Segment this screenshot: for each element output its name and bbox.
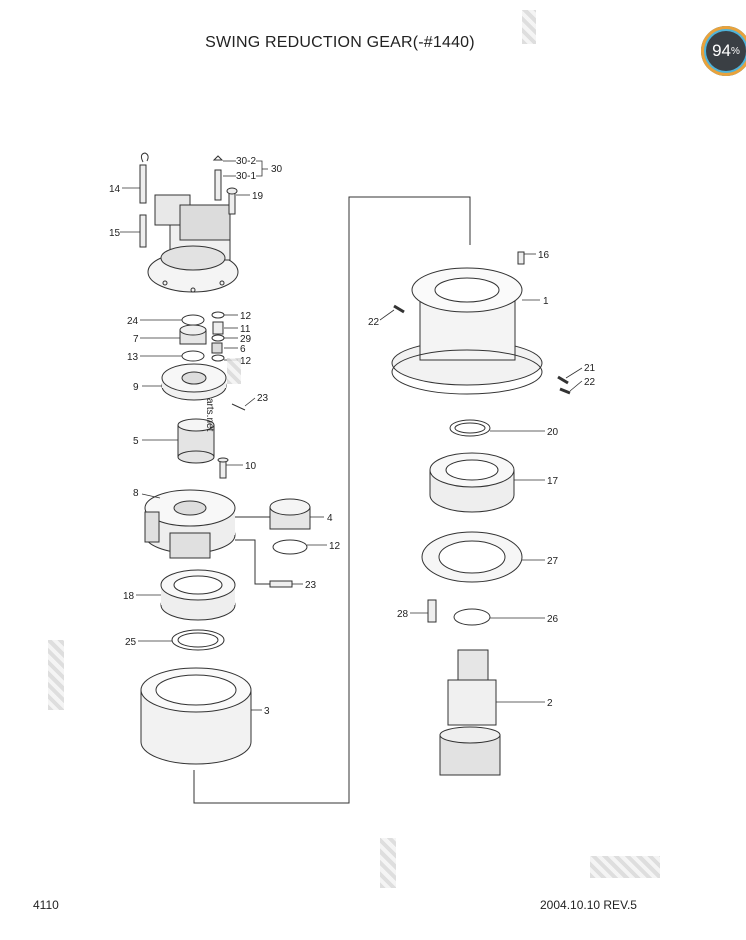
bolt-22b: [559, 387, 571, 395]
part-6: [211, 342, 223, 354]
bolt-10: [219, 459, 227, 479]
part-29: [211, 334, 225, 342]
watermark-blur: [522, 10, 536, 44]
callout-24: 24: [127, 316, 139, 327]
bolt-19: [228, 191, 236, 215]
callout-30-1: 30-1: [236, 171, 256, 182]
pin-15: [139, 214, 147, 248]
callout-20: 20: [547, 427, 559, 438]
watermark-text: arts.net: [204, 398, 215, 432]
plug-30-2: [212, 155, 224, 161]
callout-30-2: 30-2: [236, 156, 256, 167]
callout-labels: 30-2 30 30-1 14 19 15 16 1 22 12 24 11 7…: [109, 156, 596, 717]
plug-16: [517, 251, 525, 265]
bolt-22a: [393, 304, 405, 314]
sun-gear-5: [177, 418, 215, 464]
watermark-blur: [590, 856, 660, 878]
callout-23-lower: 23: [305, 580, 317, 591]
callout-12-top: 12: [240, 311, 252, 322]
ring-12-mid: [211, 354, 225, 362]
leader-pin: [235, 539, 270, 585]
callout-23-top: 23: [257, 393, 269, 404]
connector-line: [193, 196, 471, 804]
seal-26: [453, 608, 491, 626]
callout-15: 15: [109, 228, 121, 239]
ring-12-top: [211, 311, 225, 319]
callout-19: 19: [252, 191, 264, 202]
callout-12-mid: 12: [240, 356, 252, 367]
callout-25: 25: [125, 637, 137, 648]
bearing-17: [429, 452, 515, 513]
callout-8: 8: [133, 488, 139, 499]
planet-gear-4: [269, 498, 311, 530]
callout-5: 5: [133, 436, 139, 447]
washer-12-lower: [272, 539, 308, 555]
callout-4: 4: [327, 513, 333, 524]
cover-plate-27: [421, 531, 523, 583]
rod-14: [139, 164, 147, 204]
callout-18: 18: [123, 591, 135, 602]
callout-28: 28: [397, 609, 409, 620]
badge-value: 94: [712, 41, 731, 60]
callout-26: 26: [547, 614, 559, 625]
washer-13: [181, 350, 205, 362]
part-11: [212, 321, 224, 335]
callout-1: 1: [543, 296, 549, 307]
bearing-18: [160, 569, 236, 621]
page-number: 4110: [33, 898, 59, 912]
bolt-21: [557, 375, 569, 385]
carrier-assembly-8: [144, 489, 236, 559]
oring-24: [181, 314, 205, 326]
watermark-blur: [227, 358, 241, 384]
callout-10: 10: [245, 461, 257, 472]
callout-9: 9: [133, 382, 139, 393]
callout-14: 14: [109, 184, 121, 195]
callout-29: 29: [240, 334, 252, 345]
seal-25: [171, 629, 225, 651]
pinion-shaft-2: [439, 649, 501, 776]
swing-motor-drawing: [147, 194, 239, 293]
leader-lines: [120, 160, 583, 711]
housing-1: [391, 267, 543, 395]
watermark-blur: [48, 640, 64, 710]
callout-21: 21: [584, 363, 596, 374]
callout-7: 7: [133, 334, 139, 345]
callout-3: 3: [264, 706, 270, 717]
page-title: SWING REDUCTION GEAR(-#1440): [205, 34, 475, 51]
pin-23b: [269, 580, 293, 588]
hook: [140, 152, 149, 163]
progress-badge[interactable]: 94%: [701, 26, 746, 76]
gauge-30-1: [214, 169, 222, 201]
callout-6: 6: [240, 344, 246, 355]
ring-gear-3: [140, 667, 252, 765]
seal-20: [449, 419, 491, 437]
bolt-28: [427, 599, 437, 623]
callout-17: 17: [547, 476, 559, 487]
callout-12-lower: 12: [329, 541, 341, 552]
carrier-9: [161, 363, 227, 401]
callout-27: 27: [547, 556, 559, 567]
revision-date: 2004.10.10 REV.5: [540, 898, 637, 912]
callout-22-right: 22: [584, 377, 596, 388]
callout-11: 11: [240, 324, 251, 335]
callout-22-top: 22: [368, 317, 380, 328]
callout-16: 16: [538, 250, 550, 261]
pin-23a: [231, 403, 246, 411]
callout-30: 30: [271, 164, 283, 175]
callout-2: 2: [547, 698, 553, 709]
watermark-blur: [380, 838, 396, 888]
callout-13: 13: [127, 352, 139, 363]
